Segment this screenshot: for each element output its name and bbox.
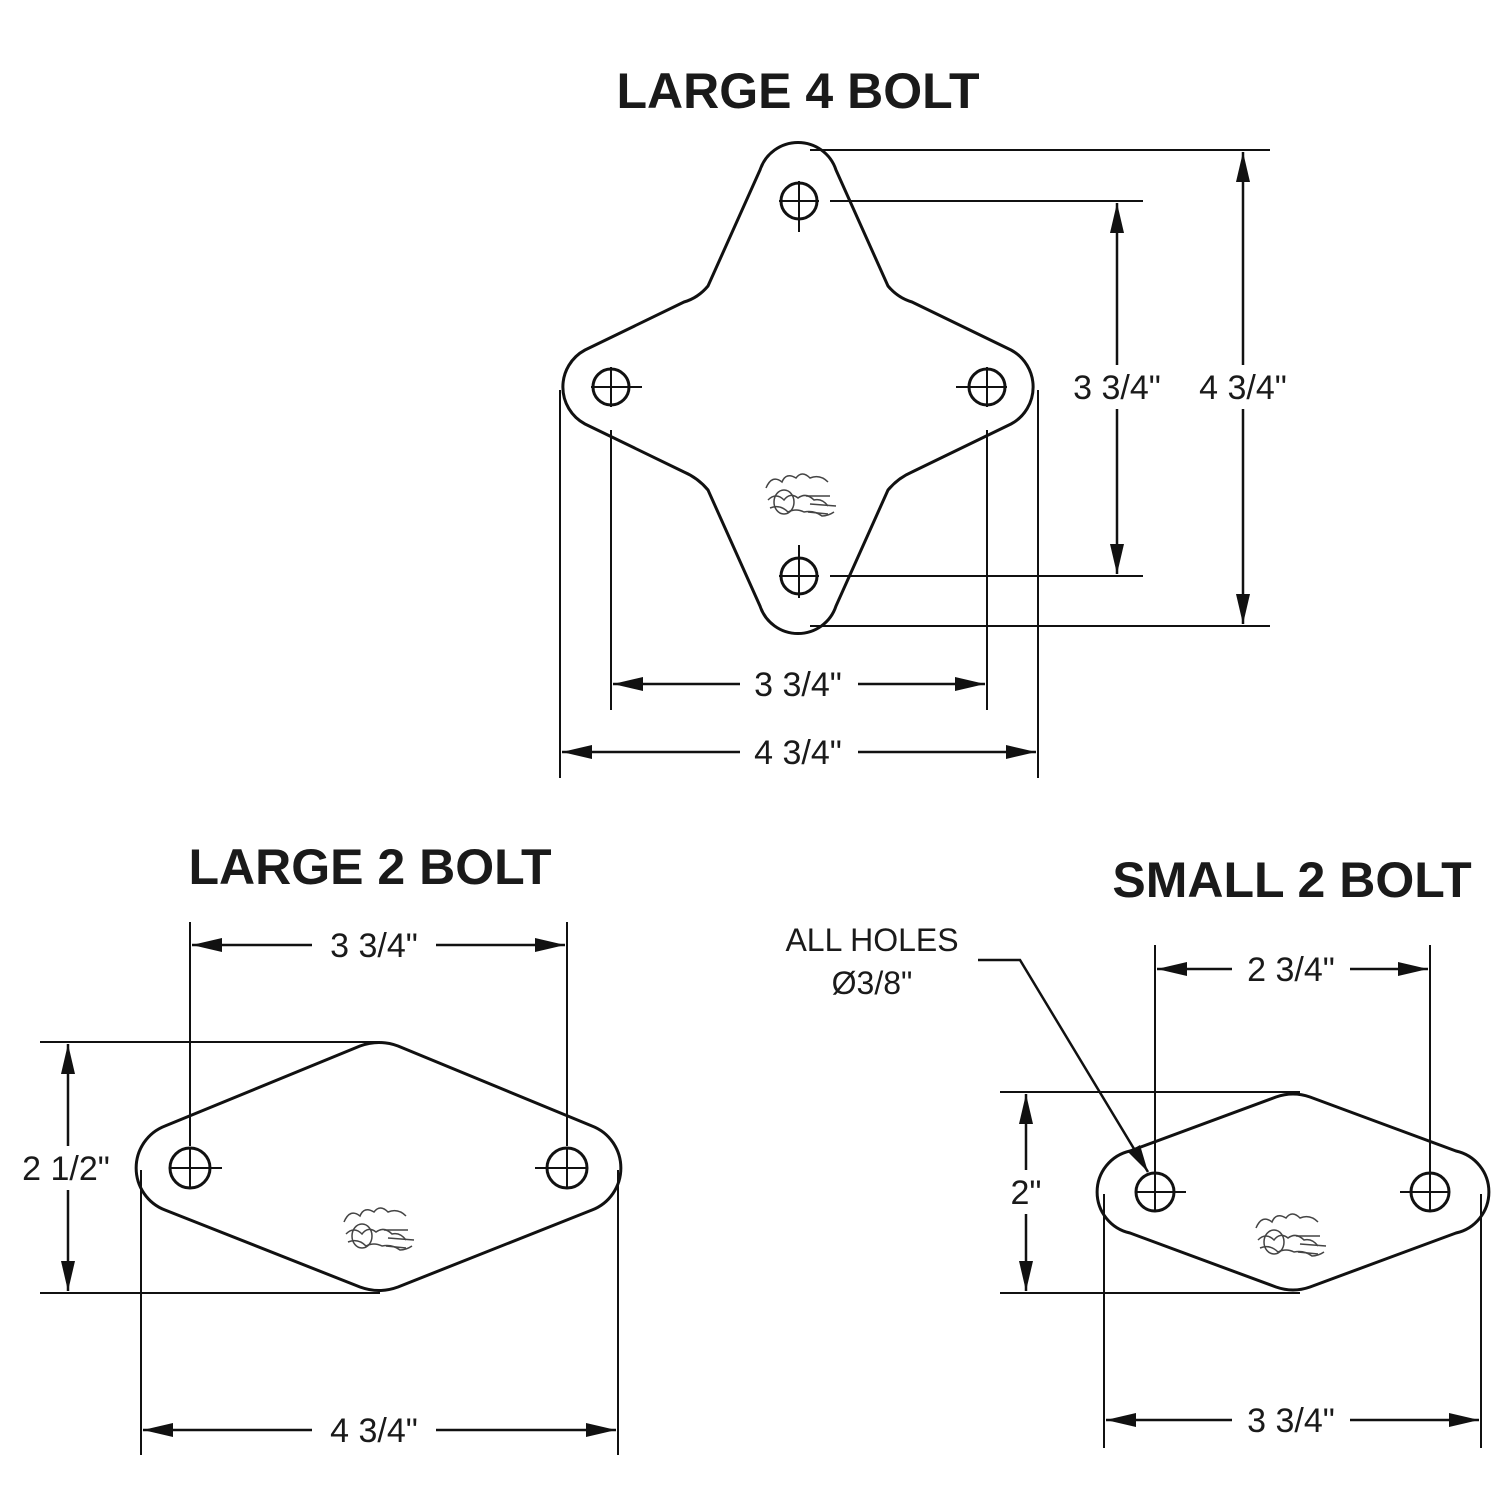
large-4-bolt-dim-hole-spacing-vertical: 3 3/4"	[1073, 369, 1161, 407]
all-holes-note-line2: Ø3/8"	[832, 965, 913, 1001]
bolt-hole-icon	[168, 1146, 222, 1190]
small-2-bolt-drawing: SMALL 2 BOLT 2 3/4" 2"	[785, 852, 1491, 1448]
bolt-hole-icon	[956, 367, 1007, 407]
large-2-bolt-title: LARGE 2 BOLT	[189, 839, 552, 895]
large-4-bolt-dim-overall-vertical: 4 3/4"	[1199, 369, 1287, 407]
bolt-hole-icon	[779, 181, 819, 232]
all-holes-note-line1: ALL HOLES	[785, 922, 958, 958]
bolt-hole-icon	[1400, 1171, 1451, 1213]
large-2-bolt-dim-overall-width: 4 3/4"	[330, 1412, 418, 1450]
small-2-bolt-dim-overall-width: 3 3/4"	[1247, 1402, 1335, 1440]
bolt-hole-icon	[591, 367, 642, 407]
bolt-hole-icon	[535, 1146, 589, 1190]
large-4-bolt-title: LARGE 4 BOLT	[617, 63, 980, 119]
all-holes-note: ALL HOLES Ø3/8"	[785, 922, 1150, 1173]
large-2-bolt-plate	[134, 1041, 623, 1292]
bolt-hole-icon	[779, 545, 819, 598]
large-4-bolt-plate	[561, 140, 1035, 636]
bolt-hole-icon	[1134, 1171, 1186, 1213]
large-2-bolt-dim-hole-spacing: 3 3/4"	[330, 927, 418, 965]
large-2-bolt-dim-height: 2 1/2"	[22, 1150, 110, 1188]
large-2-bolt-drawing: LARGE 2 BOLT 3 3/4" 2 1/2"	[12, 839, 623, 1455]
large-4-bolt-dim-overall-horizontal: 4 3/4"	[754, 734, 842, 772]
large-4-bolt-drawing: LARGE 4 BOLT	[559, 63, 1294, 778]
small-2-bolt-dim-height: 2"	[1011, 1174, 1042, 1212]
small-2-bolt-title: SMALL 2 BOLT	[1112, 852, 1471, 908]
large-4-bolt-dim-hole-spacing-horizontal: 3 3/4"	[754, 666, 842, 704]
small-2-bolt-dim-hole-spacing: 2 3/4"	[1247, 951, 1335, 989]
large-4-bolt-holes	[591, 181, 1007, 598]
small-2-bolt-plate	[1095, 1092, 1491, 1292]
